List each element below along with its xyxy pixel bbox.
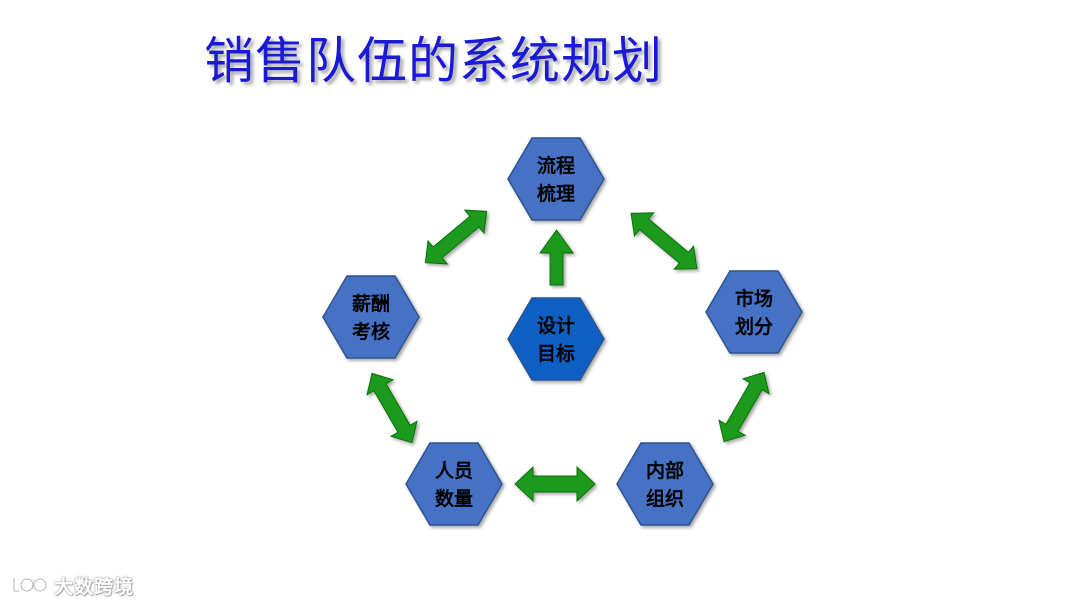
arrow-market-internal xyxy=(718,371,770,443)
hexagon-process xyxy=(507,137,605,221)
hexagons xyxy=(322,137,803,526)
node-goals-line2: 目标 xyxy=(537,343,575,365)
node-compensation-line2: 考核 xyxy=(352,320,390,343)
node-goals-line1: 设计 xyxy=(537,315,575,337)
node-market-line1: 市场 xyxy=(735,287,773,310)
node-labels: 流程 梳理 市场 划分 内部 组织 人员 数量 薪酬 考核 设计 目标 xyxy=(352,154,773,510)
watermark-text: 大数跨境 xyxy=(54,575,135,598)
arrows xyxy=(366,209,770,503)
node-internal-line1: 内部 xyxy=(646,459,684,482)
node-staffing-line1: 人员 xyxy=(435,460,473,482)
watermark: 大数跨境 xyxy=(10,572,134,598)
node-market-line2: 划分 xyxy=(735,315,773,338)
page-title: 销售队伍的系统规划 xyxy=(204,32,663,90)
hexagon-staffing xyxy=(405,442,503,526)
node-compensation-line1: 薪酬 xyxy=(352,292,390,315)
node-process-line2: 梳理 xyxy=(537,182,575,205)
arrow-goals-to-process xyxy=(539,229,574,286)
arrow-process-market xyxy=(630,212,698,270)
arrow-internal-staffing xyxy=(514,465,596,503)
hexagon-internal xyxy=(616,442,714,526)
hexagon-compensation xyxy=(322,275,420,359)
node-process-line1: 流程 xyxy=(537,154,575,177)
node-internal-line2: 组织 xyxy=(646,487,684,510)
node-staffing-line2: 数量 xyxy=(435,487,473,510)
hexagon-market xyxy=(705,270,803,354)
watermark-logo-icon xyxy=(12,577,48,593)
arrow-process-compensation xyxy=(424,209,488,265)
hexagon-goals xyxy=(507,297,605,381)
arrow-staffing-compensation xyxy=(366,372,418,444)
